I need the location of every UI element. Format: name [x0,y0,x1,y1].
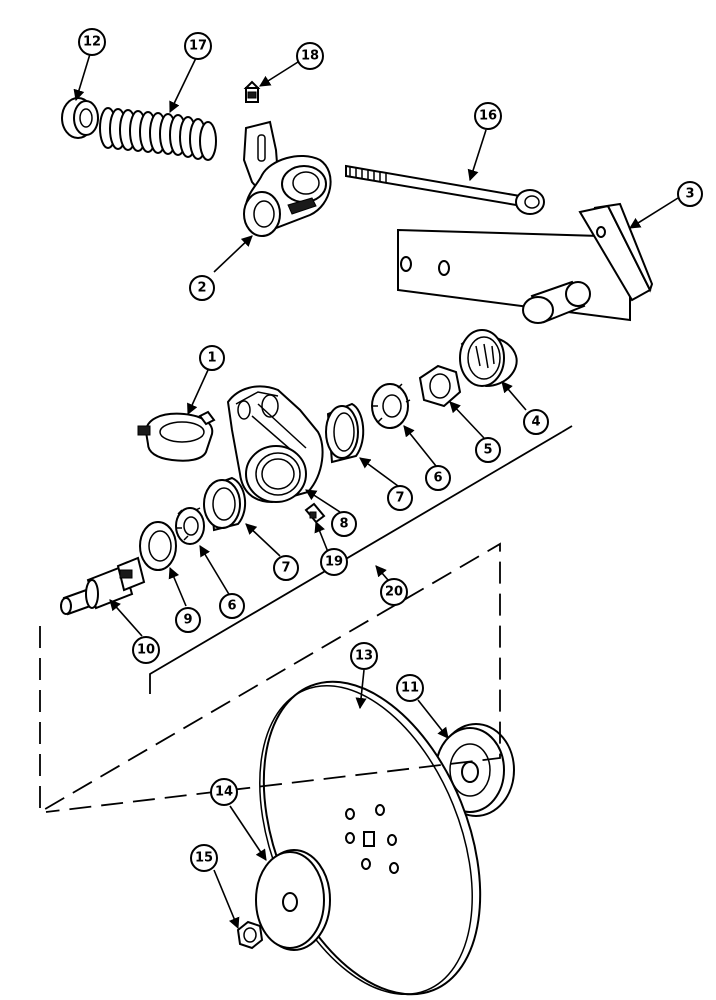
callout-3: 3 [677,181,703,207]
callout-9: 9 [175,607,201,633]
callout-13: 13 [350,642,378,670]
part-1-clamp [137,410,216,462]
callout-6b: 6 [219,593,245,619]
callout-13-label: 13 [355,649,373,664]
part-19-grease-fitting [304,502,326,524]
callout-17: 17 [184,32,212,60]
callout-5: 5 [475,437,501,463]
part-13-disc-blade [259,680,482,996]
part-6-castle-nut-right [371,383,411,429]
callout-14-label: 14 [215,785,233,800]
callout-15: 15 [190,844,218,872]
part-4-dust-cap [459,329,518,388]
callout-2-label: 2 [197,281,206,296]
part-9-seal [139,521,177,571]
part-3-lever-arm [397,202,654,324]
callout-18: 18 [296,42,324,70]
callout-10-label: 10 [137,643,155,658]
part-8-bearing-housing [226,385,324,504]
callout-11: 11 [396,674,424,702]
callout-6a-label: 6 [433,471,442,486]
callout-19-label: 19 [325,555,343,570]
callout-14: 14 [210,778,238,806]
part-7-bearing-cup-left [203,476,247,532]
callout-20-label: 20 [385,585,403,600]
callout-10: 10 [132,636,160,664]
part-16-threaded-rod [345,164,545,215]
part-6-castle-nut-left [175,507,205,545]
assembly-bracket-20-end [561,425,573,433]
part-7-bearing-cup-right [325,402,365,464]
callout-20: 20 [380,578,408,606]
part-12-spring-seat [61,97,99,139]
callout-4-label: 4 [531,415,540,430]
callout-4: 4 [523,409,549,435]
callout-8: 8 [331,511,357,537]
callout-6a: 6 [425,465,451,491]
callout-1-label: 1 [207,351,216,366]
part-17-compression-spring [99,107,217,161]
assembly-bracket-20 [149,431,563,694]
callout-7a: 7 [387,485,413,511]
part-5-hex-nut [418,364,462,408]
callout-7a-label: 7 [395,491,404,506]
callout-12: 12 [78,28,106,56]
callout-6b-label: 6 [227,599,236,614]
part-18-grease-fitting [243,80,261,103]
part-14-washer [255,849,331,951]
callout-7b: 7 [273,555,299,581]
part-2-arm-bracket [242,120,332,237]
callout-2: 2 [189,275,215,301]
callout-12-label: 12 [83,35,101,50]
callout-16: 16 [474,102,502,130]
leader-lines [73,53,679,930]
callout-3-label: 3 [685,187,694,202]
callout-11-label: 11 [401,681,419,696]
callout-19: 19 [320,548,348,576]
callout-15-label: 15 [195,851,213,866]
part-10-spindle [60,556,146,616]
callout-16-label: 16 [479,109,497,124]
callout-7b-label: 7 [281,561,290,576]
callout-8-label: 8 [339,517,348,532]
callout-9-label: 9 [183,613,192,628]
callout-5-label: 5 [483,443,492,458]
callout-17-label: 17 [189,39,207,54]
part-15-nut [236,920,264,950]
phantom-enclosure [39,542,501,814]
callout-18-label: 18 [301,49,319,64]
callout-1: 1 [199,345,225,371]
